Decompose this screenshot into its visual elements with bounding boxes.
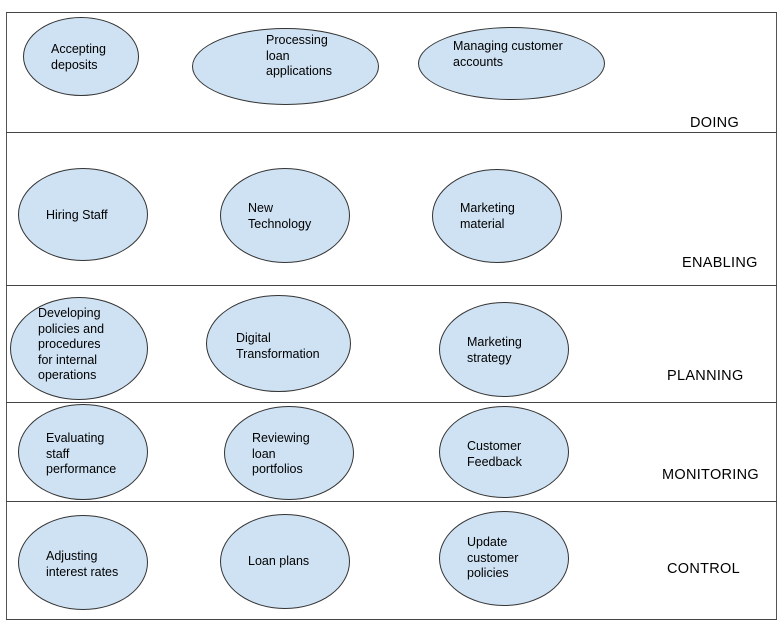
oval-label-accepting-deposits: Accepting deposits [51,42,106,72]
diagram-frame [6,12,777,620]
oval-developing-policies [10,297,148,400]
row-label-doing: DOING [690,115,740,131]
row-label-planning: PLANNING [667,368,744,384]
oval-label-evaluating-staff-performance: Evaluating staff performance [46,431,117,476]
oval-marketing-strategy [439,302,569,397]
oval-customer-feedback [439,406,569,498]
oval-new-technology [220,168,350,263]
oval-label-digital-transformation: Digital Transformation [236,331,320,361]
oval-label-new-technology: New Technology [248,201,312,231]
oval-label-update-customer-policies: Update customer policies [467,535,519,580]
divider-monitoring-control [6,501,777,502]
oval-processing-loan-applications [192,28,379,105]
oval-marketing-material [432,169,562,263]
oval-label-developing-policies: Developing policies and procedures for i… [38,306,105,382]
oval-label-hiring-staff: Hiring Staff [46,208,108,222]
oval-label-reviewing-loan-portfolios: Reviewing loan portfolios [252,431,310,476]
divider-doing-enabling [6,132,777,133]
oval-update-customer-policies [439,511,569,606]
oval-digital-transformation [206,295,351,392]
oval-label-processing-loan-applications: Processing loan applications [266,33,333,78]
divider-planning-monitoring [6,402,777,403]
bottom-border [6,619,777,620]
oval-reviewing-loan-portfolios [224,406,354,500]
oval-label-marketing-material: Marketing material [460,201,515,231]
row-label-monitoring: MONITORING [662,467,759,483]
oval-managing-customer-accounts [418,27,605,100]
oval-hiring-staff [18,168,148,261]
top-border [6,12,777,13]
oval-accepting-deposits [23,17,139,96]
oval-label-loan-plans: Loan plans [248,554,310,568]
oval-label-managing-customer-accounts: Managing customer accounts [453,39,563,69]
divider-enabling-planning [6,285,777,286]
oval-label-adjusting-interest-rates: Adjusting interest rates [46,549,119,579]
oval-label-customer-feedback: Customer Feedback [467,439,522,469]
row-label-control: CONTROL [667,561,740,577]
oval-evaluating-staff-performance [18,404,148,500]
oval-label-marketing-strategy: Marketing strategy [467,335,522,365]
oval-loan-plans [220,514,350,609]
oval-adjusting-interest-rates [18,515,148,610]
row-label-enabling: ENABLING [682,255,758,271]
